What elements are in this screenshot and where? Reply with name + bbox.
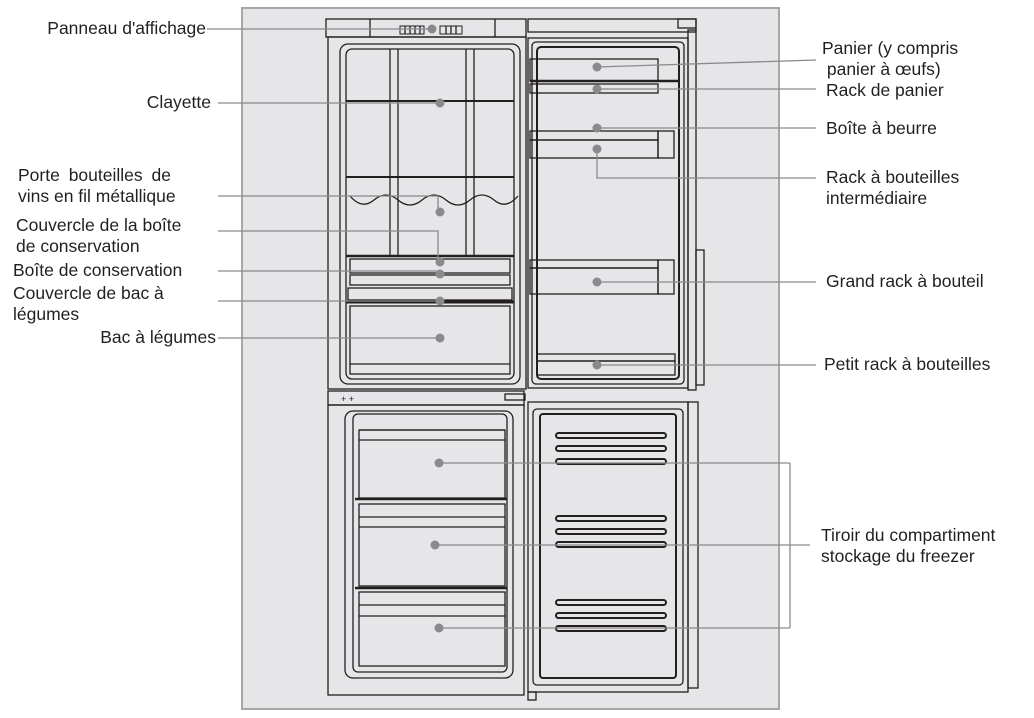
label-basket: Panier (y compris panier à œufs): [822, 38, 958, 80]
divider: + +: [327, 390, 526, 406]
label-text: Panneau d'affichage: [47, 18, 206, 38]
label-text: Couvercle de la boîte: [16, 215, 182, 235]
label-wine-rack: Porte bouteilles de vins en fil métalliq…: [18, 165, 176, 207]
label-text: Tiroir du compartiment: [821, 525, 996, 545]
label-text: Panier (y compris: [822, 38, 959, 58]
label-text: Grand rack à bouteil: [826, 271, 984, 291]
label-text: intermédiaire: [826, 188, 928, 208]
freezer-compartment: [327, 404, 525, 696]
freezer-door: [527, 401, 699, 701]
callout-dots: [427, 24, 602, 633]
display-panel-graphic: [399, 25, 463, 35]
label-shelf: Clayette: [5, 92, 211, 113]
label-text: Boîte de conservation: [13, 260, 183, 280]
label-basket-rack: Rack de panier: [826, 80, 944, 101]
label-text: Rack à bouteilles: [826, 167, 960, 187]
label-display-panel: Panneau d'affichage: [5, 18, 206, 39]
label-text: Porte bouteilles de: [18, 165, 171, 185]
label-small-bottle-rack: Petit rack à bouteilles: [824, 354, 990, 375]
label-storage-box: Boîte de conservation: [13, 260, 182, 281]
label-text: vins en fil métallique: [18, 186, 176, 206]
label-crisper: Bac à légumes: [5, 327, 216, 348]
leader-lines: [207, 28, 817, 629]
label-large-bottle-rack: Grand rack à bouteil: [826, 271, 984, 292]
label-text: de conservation: [16, 236, 140, 256]
label-freezer-drawer: Tiroir du compartiment stockage du freez…: [821, 525, 995, 567]
label-text: stockage du freezer: [821, 546, 975, 566]
label-crisper-cover: Couvercle de bac à légumes: [13, 283, 164, 325]
label-text: Petit rack à bouteilles: [824, 354, 991, 374]
label-text: légumes: [13, 304, 80, 324]
fridge-compartment: [327, 36, 527, 390]
label-text: panier à œufs): [822, 59, 941, 79]
fridge-door: [527, 29, 705, 391]
label-storage-box-cover: Couvercle de la boîte de conservation: [16, 215, 181, 257]
top-cover: [325, 18, 697, 38]
label-text: Rack de panier: [826, 80, 944, 100]
label-middle-bottle-rack: Rack à bouteilles intermédiaire: [826, 167, 959, 209]
label-butter-box: Boîte à beurre: [826, 118, 937, 139]
label-text: Clayette: [146, 92, 211, 112]
label-text: Boîte à beurre: [826, 118, 937, 138]
label-text: Couvercle de bac à: [13, 283, 164, 303]
svg-text:+ +: + +: [341, 394, 354, 404]
label-text: Bac à légumes: [100, 327, 216, 347]
